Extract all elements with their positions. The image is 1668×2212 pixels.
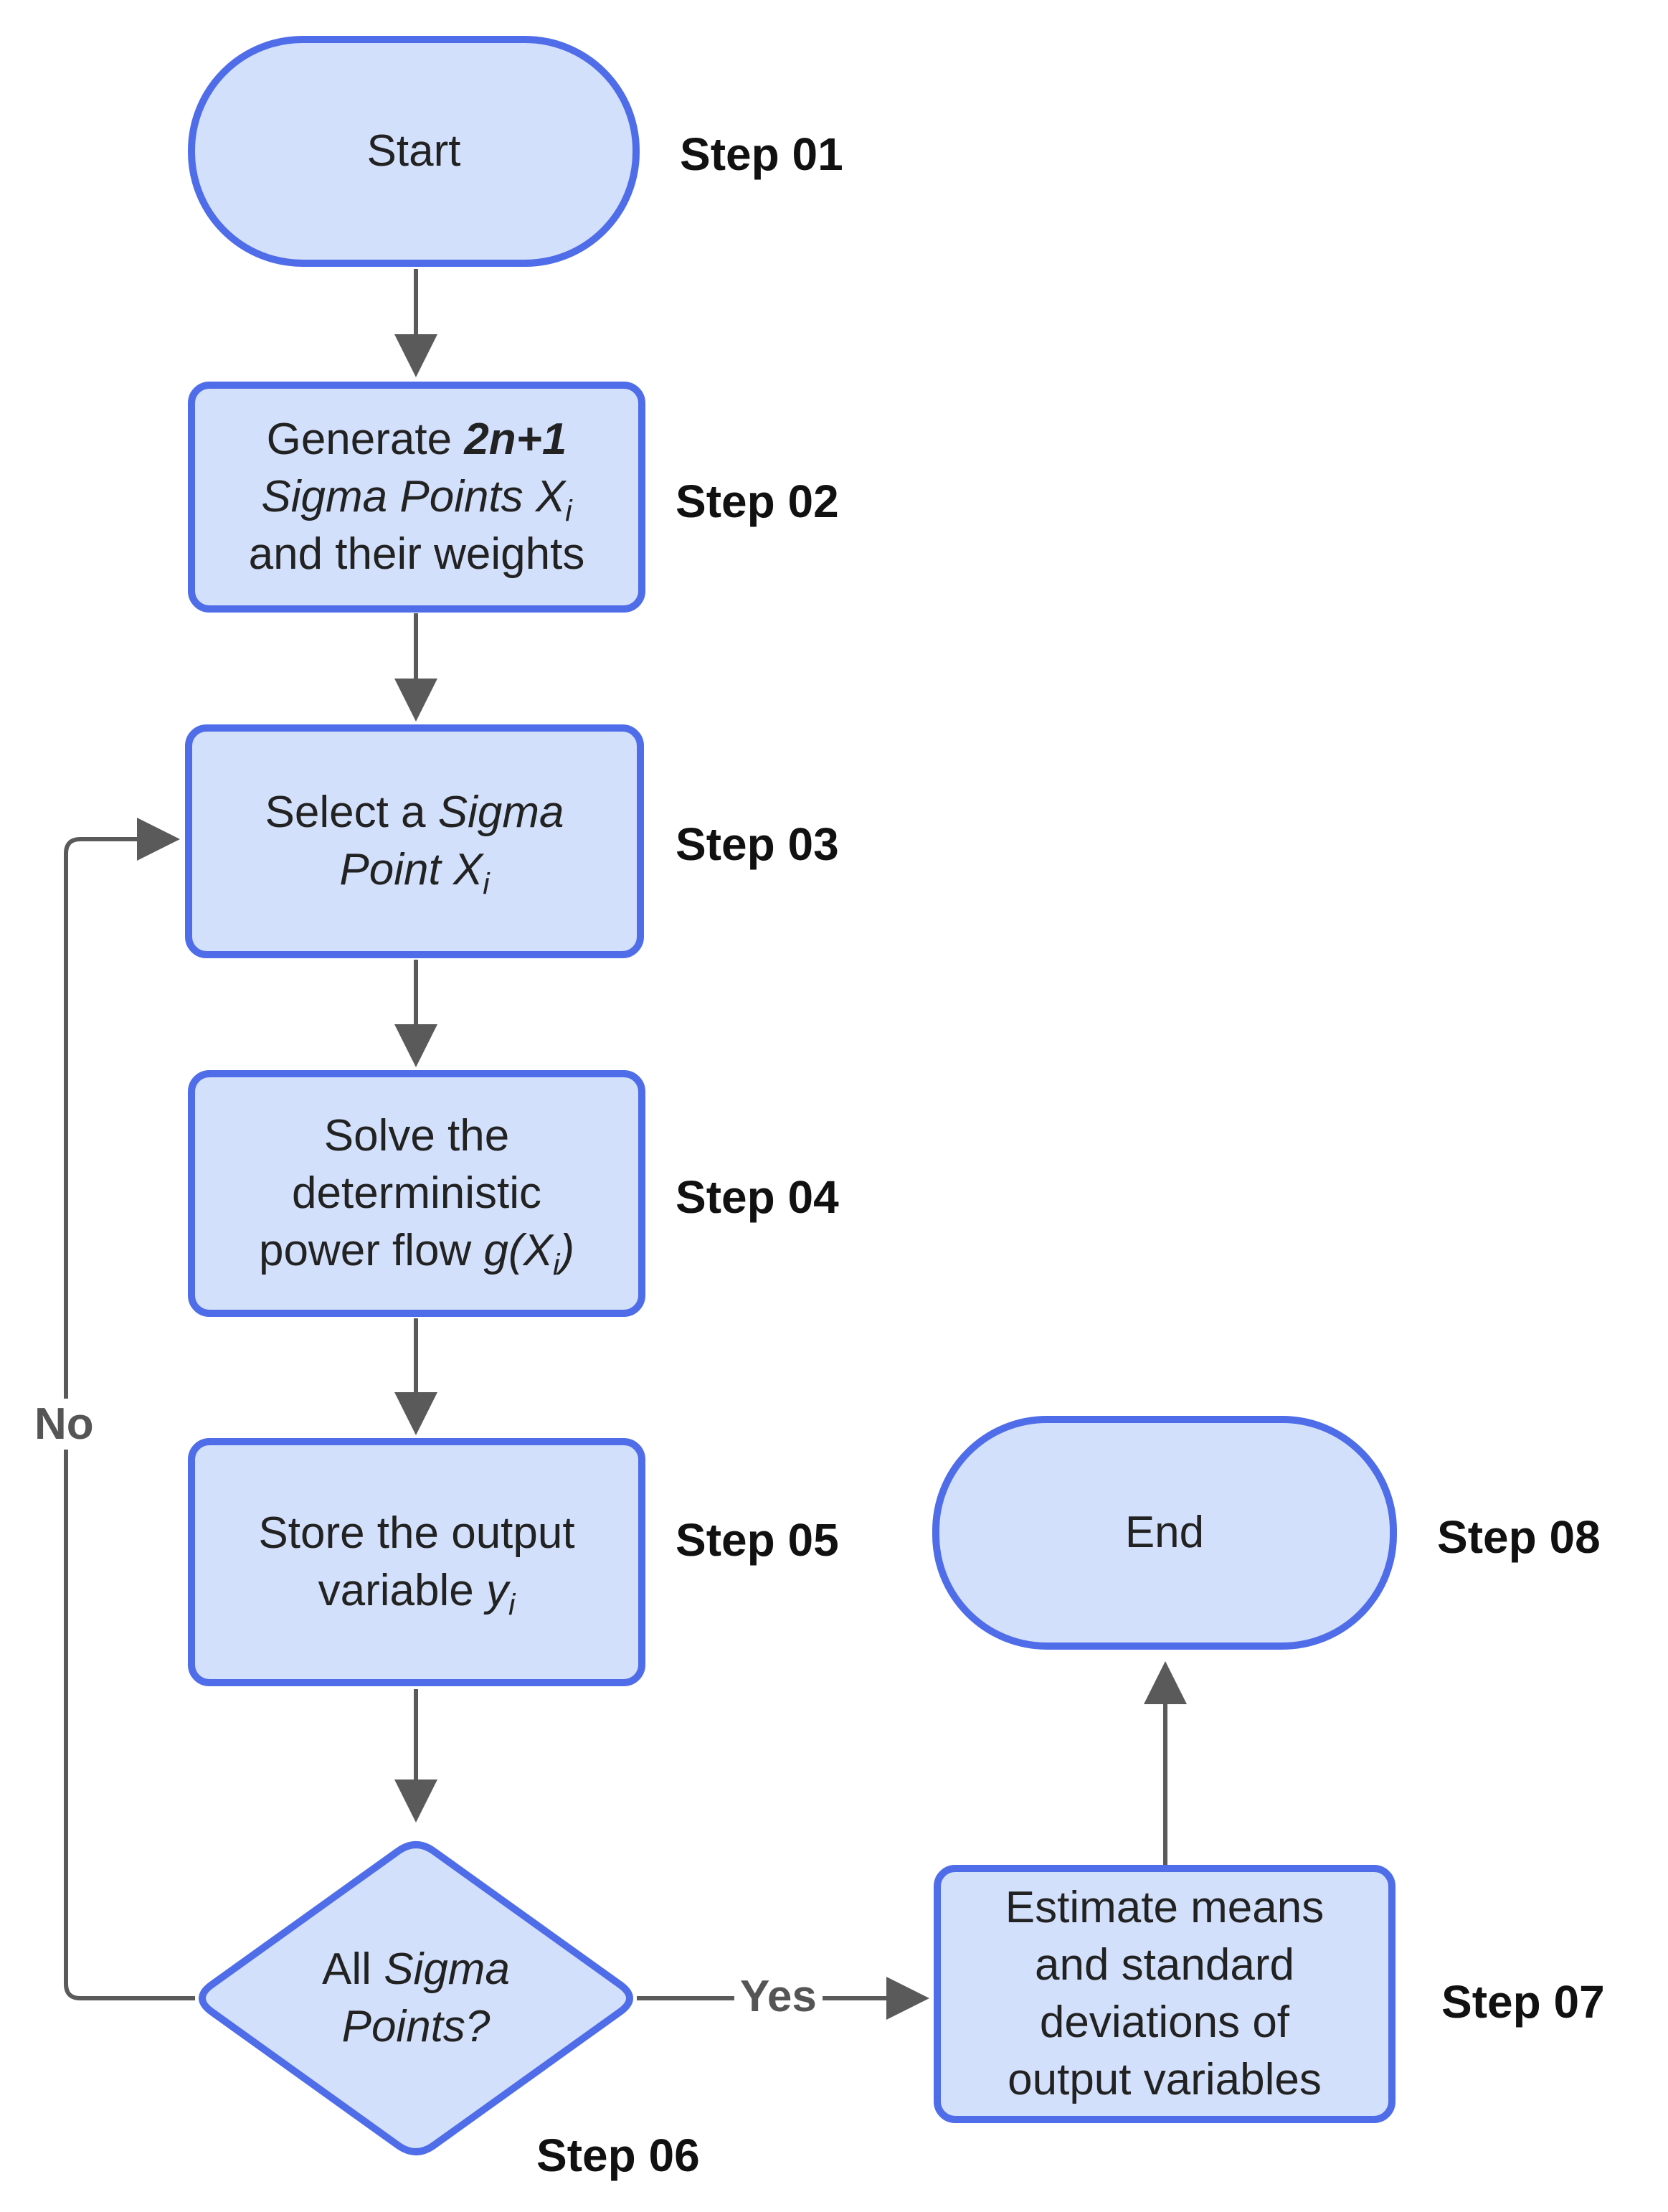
step-05-label: Step 05	[676, 1514, 839, 1566]
step-06-label: Step 06	[536, 2130, 700, 2181]
step-04-label: Step 04	[676, 1171, 839, 1223]
estimate-text: Estimate means and standard deviations o…	[1005, 1883, 1325, 2104]
step-02-label: Step 02	[676, 476, 839, 527]
estimate-means-box: Estimate means and standard deviations o…	[934, 1865, 1395, 2123]
end-terminal: End	[932, 1416, 1397, 1650]
start-terminal: Start	[188, 36, 640, 267]
end-text: End	[1124, 1508, 1205, 1557]
step-03-label: Step 03	[676, 818, 839, 870]
store-text: Store the output variable yi	[258, 1508, 575, 1622]
store-output-box: Store the output variable yi	[188, 1438, 645, 1686]
step-08-label: Step 08	[1437, 1511, 1601, 1563]
select-sigma-point-box: Select a Sigma Point Xi	[185, 724, 644, 958]
generate-text: Generate 2n+1 Sigma Points Xi and their …	[248, 415, 585, 579]
step-07-label: Step 07	[1441, 1976, 1605, 2028]
decision-text: All Sigma Points?	[322, 1944, 510, 2051]
solve-power-flow-box: Solve the deterministic power flow g(Xi)	[188, 1070, 645, 1317]
start-text: Start	[366, 126, 461, 176]
edge-label-yes: Yes	[734, 1971, 823, 2022]
decision-diamond	[199, 1841, 633, 2155]
edge-label-no: No	[29, 1399, 100, 1450]
select-text: Select a Sigma Point Xi	[265, 788, 564, 901]
step-01-label: Step 01	[680, 128, 843, 180]
generate-sigma-points-box: Generate 2n+1 Sigma Points Xi and their …	[188, 382, 645, 613]
solve-text: Solve the deterministic power flow g(Xi)	[258, 1111, 575, 1282]
